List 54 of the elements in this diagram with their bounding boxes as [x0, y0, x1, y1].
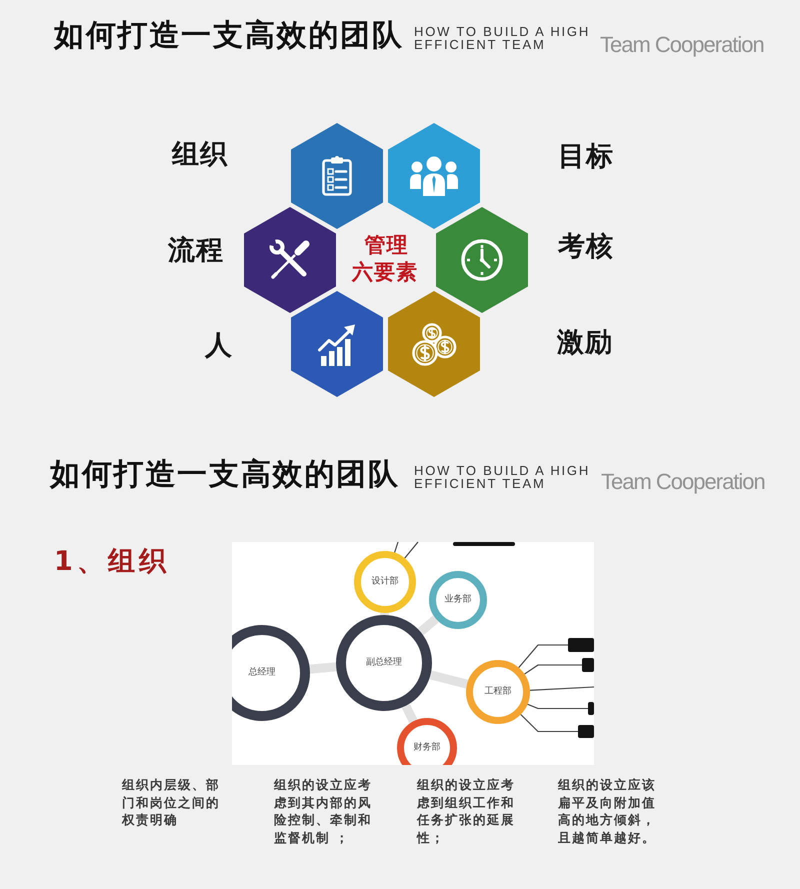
tagline: Team Cooperation: [600, 32, 764, 58]
ring-node: [354, 551, 416, 613]
connector: [402, 704, 418, 724]
node-label: 设计部: [372, 576, 398, 588]
tag-box: [588, 702, 594, 715]
node-label: 工程部: [484, 686, 512, 698]
connector: [429, 670, 468, 688]
description-text: 组织内层级、部门和岗位之间的权责明确: [122, 776, 221, 828]
leader-line: [394, 542, 399, 553]
tag-box: [453, 542, 515, 546]
hexagon-tile: [388, 123, 480, 229]
node-label: 总经理: [248, 668, 276, 678]
hexagon-tile: [436, 207, 528, 313]
description-text: 组织的设立应该扁平及向附加值高的地方倾斜，且越简单越好。: [558, 776, 657, 846]
leader-line: [530, 686, 594, 691]
tag-box: [582, 658, 594, 672]
description-text: 组织的设立应考虑到其内部的风险控制、牵制和监督机制 ；: [274, 776, 373, 846]
subtitle: HOW TO BUILD A HIGH EFFICIENT TEAM: [414, 464, 592, 490]
element-label: 考核: [558, 231, 614, 263]
tagline: Team Cooperation: [601, 469, 765, 495]
element-label: 流程: [168, 235, 224, 267]
element-label: 激励: [557, 327, 613, 359]
ring-node: [336, 615, 432, 711]
leader-line: [404, 542, 418, 558]
tag-box: [578, 725, 594, 738]
hexagon-tile: [291, 123, 383, 229]
ring-node: [466, 660, 530, 724]
section-heading: 1、组织: [54, 546, 170, 578]
hexagon-tile: [244, 207, 336, 313]
description-text: 组织的设立应考虑到组织工作和任务扩张的延展性；: [417, 776, 516, 846]
element-label: 目标: [558, 141, 614, 173]
element-label: 人: [205, 330, 233, 362]
page-title: 如何打造一支高效的团队: [54, 19, 404, 53]
tag-box: [568, 638, 594, 652]
hexagon-tile: [388, 291, 480, 397]
page-title: 如何打造一支高效的团队: [50, 458, 400, 492]
connector: [309, 662, 337, 674]
element-label: 组织: [172, 139, 228, 171]
hexagon-tile: [291, 291, 383, 397]
node-label: 业务部: [444, 594, 472, 606]
connector: [380, 612, 390, 616]
node-label: 副总经理: [366, 658, 402, 668]
ring-node: [232, 625, 310, 721]
ring-node: [429, 571, 487, 629]
leader-line: [524, 664, 582, 675]
connector: [418, 615, 439, 636]
hub-text: 管理六要素: [352, 232, 418, 286]
leader-line: [520, 714, 578, 732]
ring-node: [397, 718, 457, 765]
subtitle: HOW TO BUILD A HIGH EFFICIENT TEAM: [414, 24, 592, 50]
node-label: 财务部: [414, 742, 440, 754]
leader-line: [518, 644, 568, 668]
leader-line: [527, 704, 588, 710]
mind-map-picture: [232, 542, 594, 765]
